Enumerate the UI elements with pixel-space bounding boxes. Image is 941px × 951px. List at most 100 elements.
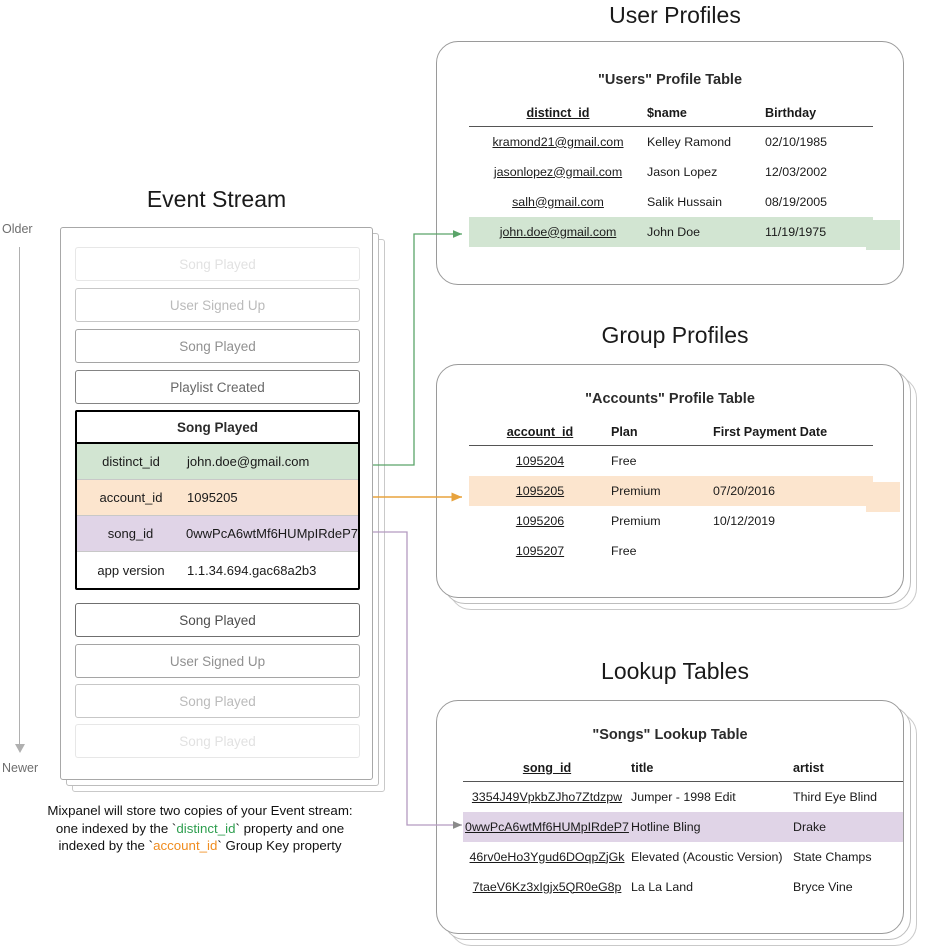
songs-cell-song-id: 3354J49VpkbZJho7Ztdzpw (471, 789, 623, 804)
table-row[interactable]: salh@gmail.com Salik Hussain 08/19/2005 (469, 187, 873, 217)
users-profile-card: "Users" Profile Table distinct_id $name … (436, 41, 904, 285)
time-axis-arrow-icon (14, 744, 25, 753)
lookup-tables-title: Lookup Tables (601, 658, 749, 684)
table-row-highlighted[interactable]: 0wwPcA6wtMf6HUMpIRdeP7 Hotline Bling Dra… (463, 811, 903, 842)
expanded-event-card[interactable]: Song Played distinct_id john.doe@gmail.c… (75, 410, 360, 590)
songs-col-header: title (631, 757, 793, 782)
event-card[interactable]: Song Played (75, 329, 360, 363)
group-profiles-title: Group Profiles (601, 322, 749, 348)
table-row[interactable]: jasonlopez@gmail.com Jason Lopez 12/03/2… (469, 157, 873, 187)
event-property-key: app version (97, 562, 165, 578)
event-property-row[interactable]: song_id 0wwPcA6wtMf6HUMpIRdeP7 (77, 516, 358, 552)
time-axis-older-label: Older (2, 222, 33, 236)
event-card[interactable]: User Signed Up (75, 288, 360, 322)
accounts-highlight-extension (866, 482, 900, 512)
table-row-highlighted[interactable]: john.doe@gmail.com John Doe 11/19/1975 (469, 216, 873, 247)
caption-line-2-post: ` property and one (235, 820, 345, 836)
event-card[interactable]: Playlist Created (75, 370, 360, 404)
event-property-value: 0wwPcA6wtMf6HUMpIRdeP7 (186, 526, 358, 541)
users-cell-name: Salik Hussain (647, 194, 723, 209)
caption-line-2-pre: one indexed by the ` (55, 820, 177, 836)
event-card[interactable]: Song Played (75, 603, 360, 637)
users-col-header-label: distinct_id (526, 106, 590, 120)
accounts-profile-card: "Accounts" Profile Table account_id Plan… (436, 364, 904, 598)
event-property-value: 1.1.34.694.gac68a2b3 (187, 562, 317, 578)
caption-line-3-post: ` Group Key property (217, 838, 342, 853)
accounts-table: account_id Plan First Payment Date 10952… (469, 421, 873, 566)
songs-cell-title: La La Land (631, 879, 694, 894)
songs-cell-artist: Third Eye Blind (793, 789, 878, 804)
table-row[interactable]: kramond21@gmail.com Kelley Ramond 02/10/… (469, 127, 873, 157)
table-row[interactable]: 1095206 Premium 10/12/2019 (469, 506, 873, 536)
users-col-header: distinct_id (469, 102, 647, 127)
event-property-row[interactable]: account_id 1095205 (77, 480, 358, 516)
songs-cell-title: Jumper - 1998 Edit (631, 789, 736, 804)
accounts-cell-account-id: 1095207 (515, 543, 565, 558)
songs-table-title: "Songs" Lookup Table (592, 727, 748, 743)
accounts-col-header: account_id (469, 421, 611, 446)
time-axis-line (19, 247, 20, 747)
accounts-table-title: "Accounts" Profile Table (585, 391, 755, 407)
accounts-cell-plan: Premium (611, 513, 661, 528)
caption-text: Mixpanel will store two copies of your E… (30, 802, 370, 855)
event-stream-panel: Song Played User Signed Up Song Played P… (60, 227, 373, 780)
accounts-cell-first-payment (713, 446, 873, 476)
table-header-row: distinct_id $name Birthday (469, 102, 873, 127)
event-property-row[interactable]: app version 1.1.34.694.gac68a2b3 (77, 552, 358, 588)
accounts-cell-first-payment (713, 536, 873, 566)
users-cell-distinct-id: salh@gmail.com (512, 194, 604, 209)
users-cell-birthday: 12/03/2002 (765, 164, 828, 179)
users-table-title: "Users" Profile Table (597, 72, 743, 88)
accounts-cell-account-id: 1095205 (469, 475, 611, 506)
users-col-header: Birthday (765, 102, 873, 127)
songs-highlight-extension (866, 812, 900, 842)
table-header-row: song_id title artist (463, 757, 903, 782)
songs-cell-artist: State Champs (793, 849, 872, 864)
event-card[interactable]: User Signed Up (75, 644, 360, 678)
event-property-key: distinct_id (102, 454, 160, 469)
songs-col-header-label: song_id (522, 761, 572, 775)
event-card[interactable]: Song Played (75, 724, 360, 758)
songs-cell-title: Elevated (Acoustic Version) (631, 849, 783, 864)
accounts-col-header-label: account_id (506, 425, 574, 439)
event-property-key: account_id (99, 490, 163, 505)
songs-cell-song-id: 7taeV6Kz3xIgjx5QR0eG8p (472, 879, 622, 894)
table-row[interactable]: 7taeV6Kz3xIgjx5QR0eG8p La La Land Bryce … (463, 872, 903, 902)
songs-cell-song-id: 46rv0eHo3Ygud6DOqpZjGk (469, 849, 625, 864)
caption-distinct-id-token: distinct_id (176, 820, 236, 836)
users-cell-distinct-id: kramond21@gmail.com (492, 134, 624, 149)
time-axis-newer-label: Newer (2, 761, 39, 775)
table-row[interactable]: 46rv0eHo3Ygud6DOqpZjGk Elevated (Acousti… (463, 842, 903, 872)
event-card[interactable]: Song Played (75, 684, 360, 718)
songs-cell-song-id: 0wwPcA6wtMf6HUMpIRdeP7 (463, 811, 631, 842)
accounts-cell-first-payment: 07/20/2016 (713, 475, 873, 506)
users-col-header: $name (647, 102, 765, 127)
users-cell-birthday: 11/19/1975 (765, 216, 873, 247)
event-card[interactable]: Song Played (75, 247, 360, 281)
users-cell-distinct-id: jasonlopez@gmail.com (493, 164, 623, 179)
accounts-cell-plan: Free (611, 453, 637, 468)
table-row-highlighted[interactable]: 1095205 Premium 07/20/2016 (469, 475, 873, 506)
accounts-col-header: First Payment Date (713, 421, 873, 446)
users-cell-name: Jason Lopez (647, 164, 718, 179)
accounts-cell-account-id: 1095206 (515, 513, 565, 528)
users-table: distinct_id $name Birthday kramond21@gma… (469, 102, 873, 247)
table-row[interactable]: 3354J49VpkbZJho7Ztdzpw Jumper - 1998 Edi… (463, 782, 903, 812)
event-property-value: john.doe@gmail.com (187, 454, 310, 469)
songs-cell-title: Hotline Bling (631, 811, 793, 842)
table-row[interactable]: 1095204 Free (469, 446, 873, 476)
caption-account-id-token: account_id (153, 838, 218, 853)
accounts-cell-plan: Free (611, 543, 637, 558)
users-cell-distinct-id: john.doe@gmail.com (469, 216, 647, 247)
caption-line-3-pre: indexed by the ` (58, 838, 154, 853)
table-row[interactable]: 1095207 Free (469, 536, 873, 566)
event-stream-title: Event Stream (146, 186, 287, 212)
songs-col-header: song_id (463, 757, 631, 782)
users-cell-birthday: 02/10/1985 (765, 134, 828, 149)
songs-cell-artist: Bryce Vine (793, 879, 853, 894)
accounts-col-header: Plan (611, 421, 713, 446)
songs-table: song_id title artist 3354J49VpkbZJho7Ztd… (463, 757, 903, 902)
users-cell-name: Kelley Ramond (647, 134, 732, 149)
event-property-row[interactable]: distinct_id john.doe@gmail.com (77, 444, 358, 480)
